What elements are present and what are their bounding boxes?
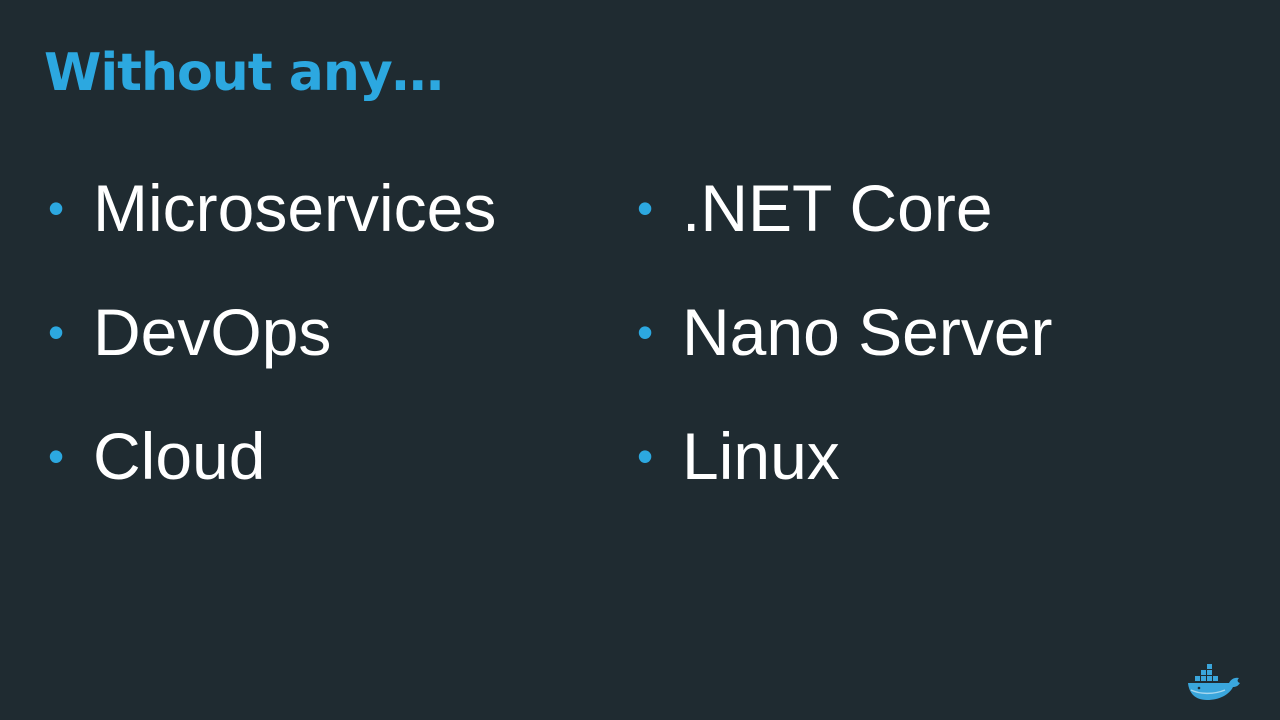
item-label: Nano Server bbox=[682, 295, 1053, 369]
list-item: • Cloud bbox=[44, 418, 496, 542]
bullet-icon: • bbox=[47, 306, 65, 358]
item-label: Microservices bbox=[93, 171, 497, 245]
list-item: • .NET Core bbox=[633, 170, 1053, 294]
bullet-icon: • bbox=[47, 430, 65, 482]
left-bullet-list: • Microservices • DevOps • Cloud bbox=[44, 170, 496, 542]
right-bullet-list: • .NET Core • Nano Server • Linux bbox=[633, 170, 1053, 542]
item-label: Linux bbox=[682, 419, 840, 493]
bullet-icon: • bbox=[636, 182, 654, 234]
bullet-icon: • bbox=[636, 430, 654, 482]
item-label: DevOps bbox=[93, 295, 332, 369]
list-item: • Nano Server bbox=[633, 294, 1053, 418]
item-label: .NET Core bbox=[682, 171, 993, 245]
slide-title: Without any… bbox=[44, 43, 444, 103]
list-item: • DevOps bbox=[44, 294, 496, 418]
list-item: • Linux bbox=[633, 418, 1053, 542]
list-item: • Microservices bbox=[44, 170, 496, 294]
bullet-icon: • bbox=[47, 182, 65, 234]
docker-whale-icon bbox=[1188, 664, 1240, 700]
bullet-icon: • bbox=[636, 306, 654, 358]
item-label: Cloud bbox=[93, 419, 266, 493]
